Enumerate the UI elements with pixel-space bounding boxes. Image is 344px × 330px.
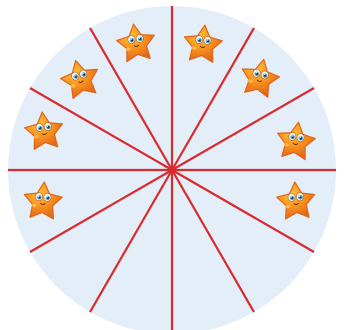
fraction-circle-figure	[0, 0, 344, 330]
